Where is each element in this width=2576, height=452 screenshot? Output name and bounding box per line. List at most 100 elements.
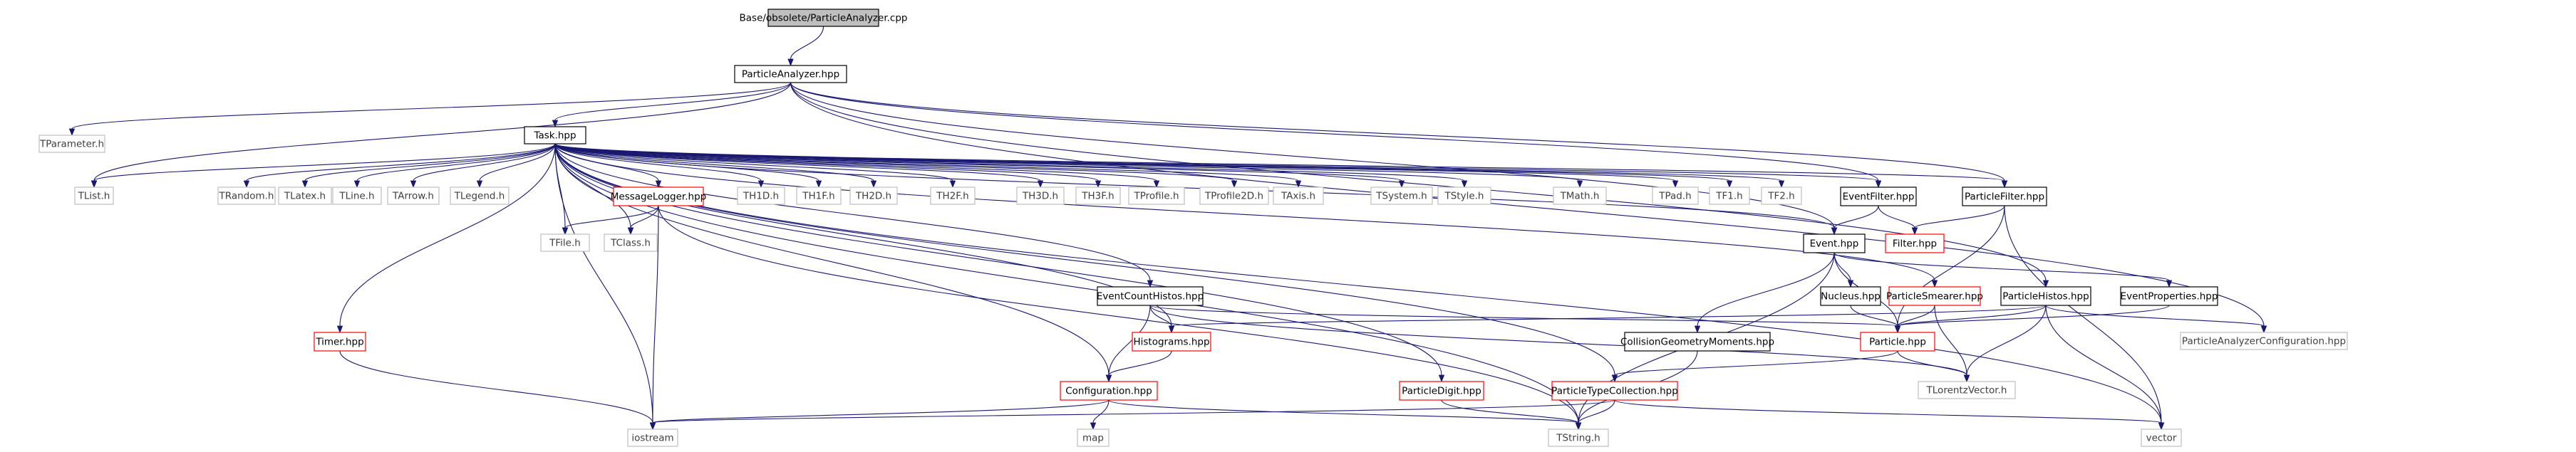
- edge-particlehistos-to-tlorentz: [1966, 305, 2047, 376]
- node-iostream: iostream: [627, 429, 678, 447]
- node-tparameter-label: TParameter.h: [39, 139, 104, 150]
- node-particletypecoll-label: ParticleTypeCollection.hpp: [1551, 386, 1678, 397]
- node-th3d-box: [1016, 186, 1065, 205]
- edge-task-to-timer: [339, 143, 556, 327]
- node-particlesmearer-box: [1888, 286, 1981, 306]
- node-msglogger[interactable]: MessageLogger.hpp: [611, 186, 706, 206]
- edge-particlehistos-to-particle: [1897, 305, 2047, 327]
- arrowhead-timer-to-iostream: [649, 422, 656, 431]
- edge-particle-to-particletypecoll: [1614, 350, 1898, 376]
- node-particletypecoll[interactable]: ParticleTypeCollection.hpp: [1551, 381, 1678, 401]
- node-eventproperties[interactable]: EventProperties.hpp: [2120, 286, 2218, 306]
- node-taxis-label: TAxis.h: [1281, 191, 1315, 202]
- node-event[interactable]: Event.hpp: [1803, 233, 1866, 253]
- node-histograms-label: Histograms.hpp: [1133, 337, 1209, 348]
- edge-task-to-eventfilter: [554, 143, 1879, 182]
- edge-task-to-th3d: [554, 143, 1041, 182]
- arrowhead-particletypecoll-to-vector: [2158, 422, 2165, 431]
- node-timer[interactable]: Timer.hpp: [314, 332, 366, 352]
- edge-particledigit-to-tstring: [1441, 399, 1579, 424]
- node-vector-box: [2141, 429, 2182, 447]
- arrowhead-task-to-msglogger: [655, 180, 662, 189]
- node-th1d-label: TH1D.h: [743, 191, 779, 202]
- edge-eventcounthistos-to-histograms: [1149, 305, 1172, 327]
- node-th1f-box: [796, 186, 842, 205]
- node-tprofile2d: TProfile2D.h: [1199, 186, 1269, 205]
- node-particle[interactable]: Particle.hpp: [1860, 332, 1935, 352]
- edge-pa_hpp-to-tlist: [93, 82, 792, 182]
- node-paconfig-box: [2180, 332, 2348, 350]
- node-particlehistos-box: [2000, 286, 2091, 306]
- node-tlorentz-box: [1918, 381, 2016, 399]
- arrowhead-task-to-th3d: [1037, 180, 1044, 189]
- arrowhead-task-to-tf1: [1726, 180, 1733, 189]
- node-tline-box: [332, 186, 382, 205]
- node-eventproperties-label: EventProperties.hpp: [2121, 291, 2218, 303]
- node-tf2-box: [1761, 186, 1802, 205]
- edge-particlesmearer-to-particle: [1897, 305, 1935, 327]
- edge-eventcounthistos-to-tlorentz: [1149, 305, 1967, 376]
- node-th3d: TH3D.h: [1016, 186, 1065, 205]
- node-tstring-box: [1548, 429, 1609, 447]
- node-eventfilter-label: EventFilter.hpp: [1843, 191, 1915, 203]
- node-configuration-box: [1060, 381, 1158, 401]
- arrowhead-particlefilter-to-filter: [1911, 227, 1918, 236]
- node-th1f: TH1F.h: [796, 186, 842, 205]
- edge-event-to-collisiongeom: [1697, 252, 1835, 327]
- node-collisiongeom[interactable]: CollisionGeometryMoments.hpp: [1620, 332, 1774, 352]
- edge-timer-to-iostream: [339, 350, 653, 424]
- node-tsystem-label: TSystem.h: [1375, 191, 1427, 202]
- node-pa_cpp-box: [767, 9, 879, 27]
- edge-msglogger-to-iostream: [652, 205, 659, 424]
- node-pa_cpp[interactable]: Base/obsolete/ParticleAnalyzer.cpp: [740, 9, 908, 27]
- edge-pa_hpp-to-task: [554, 82, 792, 121]
- node-eventcounthistos-label: EventCountHistos.hpp: [1097, 291, 1204, 303]
- node-trandom: TRandom.h: [217, 186, 276, 205]
- node-filter[interactable]: Filter.hpp: [1885, 233, 1945, 253]
- edge-task-to-event: [554, 143, 1835, 228]
- node-th1d-box: [737, 186, 785, 205]
- edge-event-to-eventproperties: [1833, 252, 2170, 281]
- arrowhead-particletypecoll-to-tstring: [1575, 422, 1582, 431]
- node-eventfilter[interactable]: EventFilter.hpp: [1840, 186, 1917, 206]
- node-tparameter: TParameter.h: [38, 135, 105, 153]
- edge-task-to-tline: [356, 143, 556, 182]
- edge-pa_hpp-to-particlefilter: [790, 82, 2005, 182]
- node-tlist-box: [74, 186, 114, 205]
- node-particlesmearer[interactable]: ParticleSmearer.hpp: [1886, 286, 1983, 306]
- node-event-box: [1803, 233, 1866, 253]
- edge-particlesmearer-to-tlorentz: [1934, 305, 1967, 376]
- arrowhead-task-to-tarrow: [410, 180, 417, 189]
- node-particlefilter[interactable]: ParticleFilter.hpp: [1962, 186, 2047, 206]
- node-histograms-box: [1132, 332, 1211, 352]
- node-iostream-box: [627, 429, 678, 447]
- node-configuration[interactable]: Configuration.hpp: [1060, 381, 1158, 401]
- node-tline-label: TLine.h: [338, 191, 374, 202]
- edge-pa_hpp-to-eventfilter: [790, 82, 1879, 182]
- node-paconfig: ParticleAnalyzerConfiguration.hpp: [2180, 332, 2348, 350]
- arrowhead-pa_cpp-to-pa_hpp: [787, 58, 794, 67]
- node-tstyle-box: [1437, 186, 1491, 205]
- edge-task-to-vector: [554, 143, 2162, 424]
- edge-configuration-to-iostream: [652, 399, 1109, 424]
- node-tfile: TFile.h: [540, 233, 590, 252]
- node-tlegend: TLegend.h: [450, 186, 509, 205]
- edge-pa_hpp-to-tparameter: [71, 82, 792, 130]
- node-particlehistos[interactable]: ParticleHistos.hpp: [2000, 286, 2091, 306]
- node-eventcounthistos[interactable]: EventCountHistos.hpp: [1097, 286, 1204, 306]
- arrowhead-task-to-tf2: [1778, 180, 1785, 189]
- node-task-label: Task.hpp: [533, 130, 576, 142]
- node-histograms[interactable]: Histograms.hpp: [1132, 332, 1211, 352]
- arrowhead-eventcounthistos-to-histograms: [1168, 325, 1175, 334]
- node-nucleus[interactable]: Nucleus.hpp: [1820, 286, 1881, 306]
- node-iostream-label: iostream: [631, 433, 673, 444]
- edges-layer: [68, 26, 2267, 431]
- node-task[interactable]: Task.hpp: [524, 126, 586, 144]
- node-tmath-label: TMath.h: [1560, 191, 1600, 202]
- node-particledigit[interactable]: ParticleDigit.hpp: [1399, 381, 1484, 401]
- node-pa_hpp[interactable]: ParticleAnalyzer.hpp: [734, 65, 847, 83]
- node-particle-box: [1860, 332, 1935, 352]
- edge-particlefilter-to-vector: [2004, 205, 2162, 424]
- arrowhead-task-to-tprofile2d: [1231, 180, 1238, 189]
- node-collisiongeom-box: [1624, 332, 1771, 352]
